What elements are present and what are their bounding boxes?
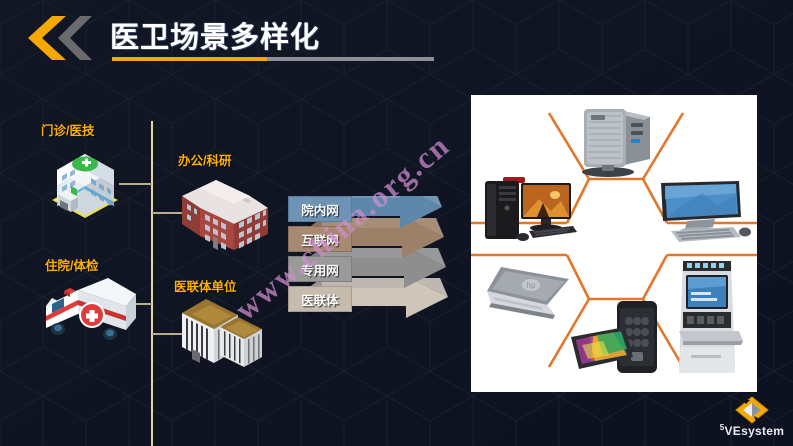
scenario-label-office: 办公/科研 [178, 154, 232, 168]
ambulance-icon [46, 278, 136, 340]
diamond-logo-icon [735, 396, 769, 424]
branch-line-office [152, 212, 186, 214]
scenario-label-inpatient: 住院/体检 [45, 259, 99, 273]
device-laptop: hp [487, 267, 569, 319]
network-chip-alliance[interactable]: 医联体 [288, 286, 352, 312]
page-title: 医卫场景多样化 [110, 22, 321, 54]
network-chip-private-net[interactable]: 专用网 [288, 256, 352, 282]
device-network-photo: hp [471, 95, 757, 392]
logo-wordmark: 5VEsystem [716, 423, 788, 438]
device-tablet-and-smartphone [571, 301, 657, 373]
network-chip-internet[interactable]: 互联网 [288, 226, 352, 252]
hospital-building-icon [52, 154, 118, 218]
device-desktop-tower-and-monitor [485, 177, 577, 241]
branch-line-outpatient [119, 183, 152, 185]
device-self-service-kiosk [679, 261, 743, 373]
network-arrow-group: 院内网 互联网 专用网 医联体 [288, 196, 478, 318]
branch-line-alliance [152, 333, 186, 335]
title-underline [112, 57, 434, 61]
logo-name: VEsystem [724, 424, 785, 438]
scenario-label-alliance: 医联体单位 [174, 280, 237, 294]
header-chevrons [28, 16, 92, 60]
device-mini-pc-thin-client [582, 109, 650, 177]
device-all-in-one-monitor-keyboard [661, 181, 751, 242]
alliance-buildings-icon [182, 299, 262, 367]
title-underline-gray [267, 57, 434, 61]
title-underline-gold [112, 57, 267, 61]
chevron-left-gray [58, 16, 92, 60]
logo-superscript: 5 [719, 423, 725, 432]
trunk-vertical-line [151, 121, 153, 446]
brand-logo: 5VEsystem [716, 396, 788, 442]
network-chip-hospital-lan[interactable]: 院内网 [288, 196, 352, 222]
svg-text:hp: hp [527, 281, 536, 290]
office-building-icon [182, 180, 268, 250]
scenario-label-outpatient: 门诊/医技 [41, 124, 95, 138]
